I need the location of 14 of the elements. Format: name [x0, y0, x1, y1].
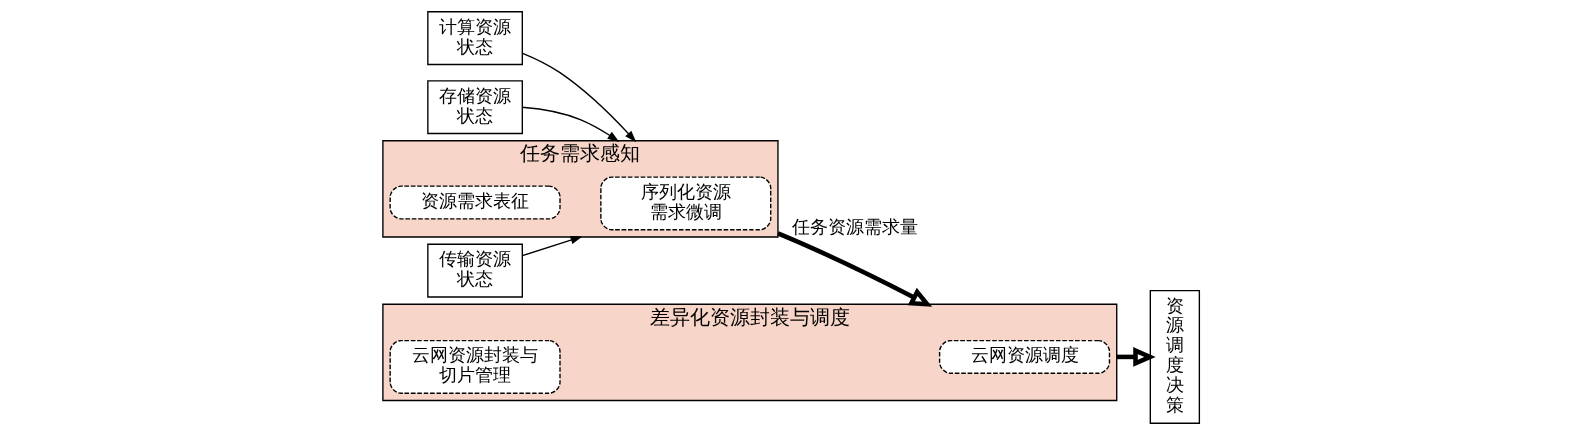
node-box: 序列化资源需求微调	[600, 176, 772, 231]
arrow	[1116, 347, 1156, 367]
node-box: 云网资源调度	[938, 339, 1111, 374]
arrow	[521, 106, 620, 142]
node-box: 云网资源封装与切片管理	[389, 339, 561, 394]
edge-label: 任务资源需求量	[792, 216, 919, 238]
arrow	[521, 236, 583, 257]
arrow	[522, 52, 637, 143]
node-box: 计算资源状态	[427, 11, 523, 66]
node-box: 资源需求表征	[389, 185, 561, 220]
node-box: 资源调度决策	[1149, 289, 1201, 424]
node-box: 存储资源状态	[427, 80, 523, 135]
arrow	[777, 231, 933, 307]
node-box: 传输资源状态	[427, 243, 523, 298]
